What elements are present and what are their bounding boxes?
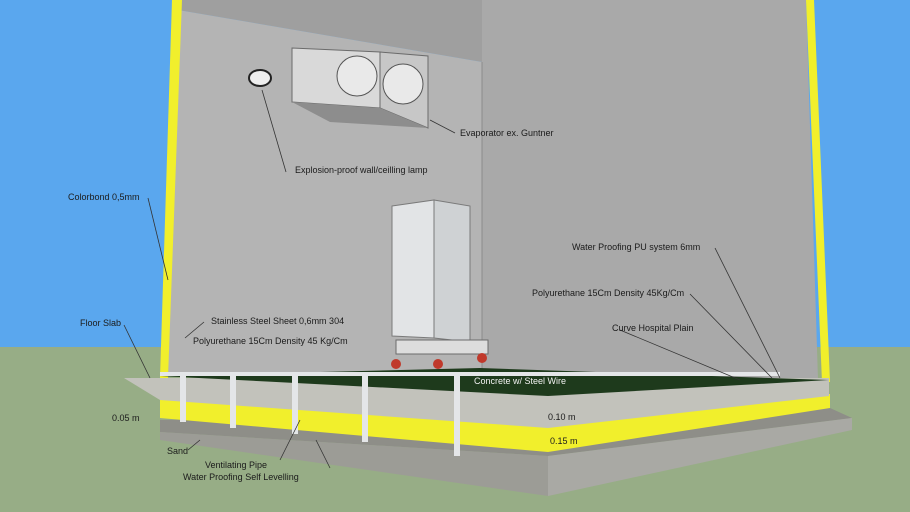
label-sand: Sand [167,446,189,456]
label-dim-015: 0.15 m [550,436,578,446]
foundation-front-face [160,432,548,496]
ventilating-pipes [160,372,780,456]
storage-rack [391,199,489,369]
lamp-icon [248,69,272,87]
evaporator-unit [291,47,429,129]
foundation-right-face [548,418,852,496]
label-concrete: Concrete w/ Steel Wire [474,376,567,386]
leader-lines [123,89,781,469]
label-dim-010: 0.10 m [548,412,576,422]
vent-pipe-2 [230,372,236,428]
vent-pipe-3 [292,372,298,434]
left-wall-insulation-edge [160,0,182,378]
label-waterproof-pu: Water Proofing PU system 6mm [572,242,701,252]
leader-curve [619,329,741,381]
leader-pu-right [689,293,773,379]
leader-floor-slab [123,324,151,379]
leader-waterproof-pu [714,247,781,379]
evaporator-bottom [292,102,428,128]
leader-sand [187,439,201,451]
leader-evaporator [429,119,456,134]
label-lamp: Explosion-proof wall/ceilling lamp [295,165,428,175]
label-self-level: Water Proofing Self Levelling [183,472,299,482]
vent-pipe-1 [180,372,186,422]
concrete-slab [124,378,829,428]
vent-pipe-4 [362,372,368,442]
label-stainless: Stainless Steel Sheet 0,6mm 304 [211,316,345,326]
wheel-icon [391,359,401,369]
fan-icon [382,63,424,105]
label-pu-right: Polyurethane 15Cm Density 45Kg/Cm [532,288,685,298]
label-floor-slab: Floor Slab [80,318,122,328]
vent-pipe-5 [454,372,460,456]
leader-lamp [261,89,287,173]
wheel-icon [433,359,443,369]
leader-self-level [315,439,331,469]
label-curve: Curve Hospital Plain [612,323,694,333]
right-wall [482,0,818,380]
wheel-icon [477,353,487,363]
leader-colorbond [147,197,169,281]
label-vent-pipe: Ventilating Pipe [205,460,268,470]
label-dim-005: 0.05 m [112,413,140,423]
vent-pipe-header [160,372,780,376]
fan-icon [336,55,378,97]
leader-stainless [184,321,205,339]
label-pu-left: Polyurethane 15Cm Density 45 Kg/Cm [193,336,348,346]
label-colorbond: Colorbond 0,5mm [68,192,140,202]
label-evaporator: Evaporator ex. Guntner [460,128,554,138]
rack-trolley [395,339,489,355]
rack-side [433,199,471,343]
right-wall-insulation-edge [806,0,830,382]
leader-vent-pipe [279,419,301,461]
wall-top-strip [172,0,482,62]
rack-front [391,199,435,339]
